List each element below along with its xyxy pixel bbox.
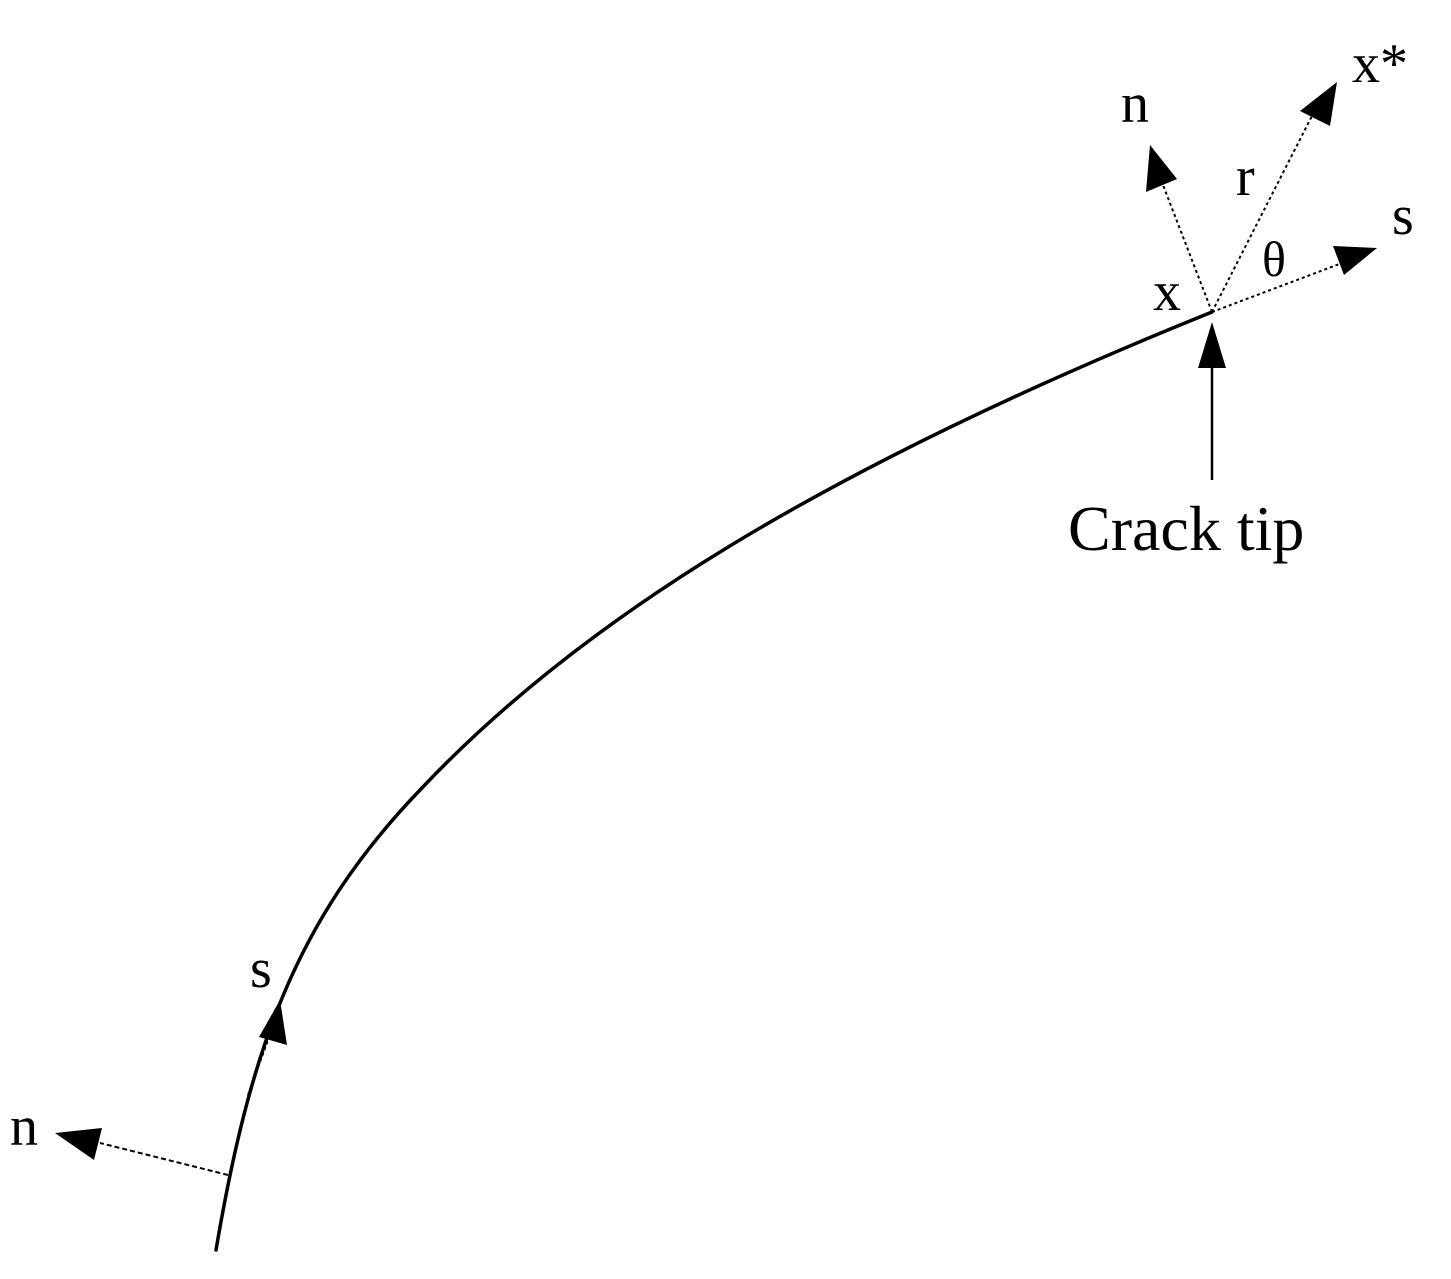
tip-x-star-arrowhead — [1300, 82, 1337, 126]
tip-s-axis-line — [1211, 259, 1351, 313]
label-x-star: x* — [1352, 33, 1408, 95]
bottom-s-axis-line — [247, 1039, 269, 1096]
bottom-n-arrowhead — [55, 1128, 102, 1160]
crack-curve — [214, 310, 1214, 1252]
crack-tip-pointer-arrowhead — [1198, 322, 1226, 368]
label-r: r — [1236, 146, 1255, 208]
label-theta: θ — [1262, 231, 1286, 287]
label-s-bottom: s — [250, 938, 272, 1000]
tip-x-star-axis-line — [1211, 109, 1316, 313]
label-s-tip: s — [1392, 185, 1414, 247]
tip-s-arrowhead — [1333, 246, 1377, 275]
label-x-tip: x — [1153, 261, 1181, 323]
tip-n-axis-line — [1162, 184, 1213, 313]
tip-n-arrowhead — [1146, 145, 1177, 192]
bottom-n-axis-line — [99, 1142, 229, 1176]
bottom-s-arrowhead — [259, 1000, 287, 1045]
label-n-tip: n — [1121, 73, 1149, 135]
label-crack-tip: Crack tip — [1068, 493, 1304, 564]
label-n-bottom: n — [10, 1096, 38, 1158]
